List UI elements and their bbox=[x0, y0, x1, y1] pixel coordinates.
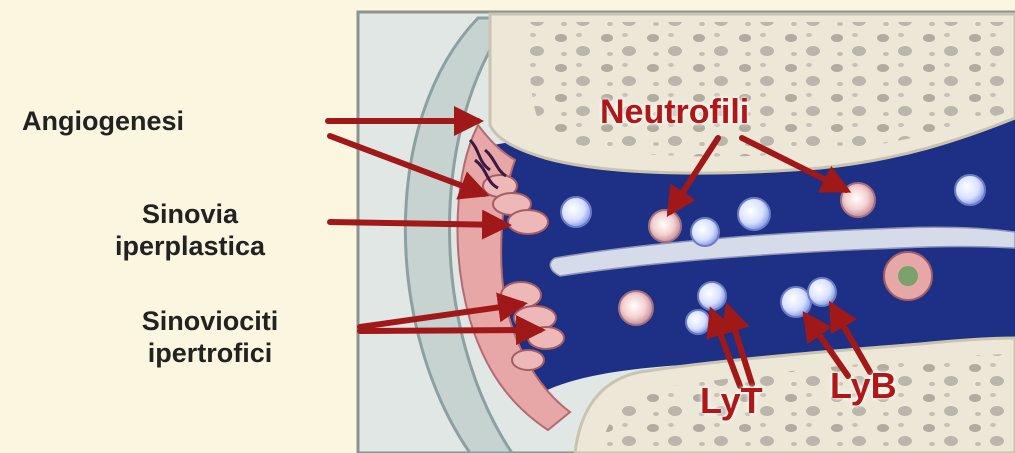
label-synoviocytes-hypertrophic: Sinoviociti ipertrofici bbox=[60, 305, 360, 369]
label-synoviocytes-line1: Sinoviociti bbox=[60, 305, 360, 337]
label-synovia-hyperplastic: Sinovia iperplastica bbox=[40, 198, 340, 262]
label-lyt: LyT bbox=[700, 380, 763, 422]
label-synovia-line1: Sinovia bbox=[40, 198, 340, 230]
label-neutrophils: Neutrofili bbox=[600, 93, 749, 132]
label-synovia-line2: iperplastica bbox=[40, 230, 340, 262]
label-angiogenesis: Angiogenesi bbox=[22, 105, 298, 137]
label-lyb: LyB bbox=[830, 365, 897, 407]
label-synoviocytes-line2: ipertrofici bbox=[60, 337, 360, 369]
